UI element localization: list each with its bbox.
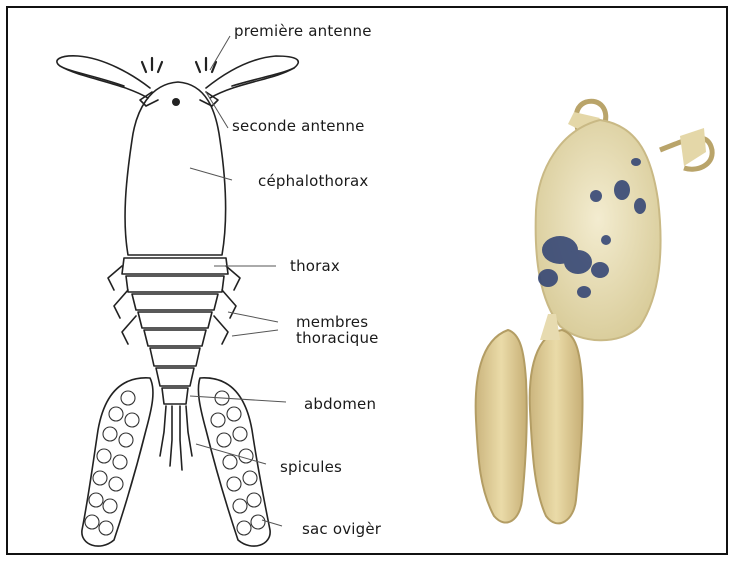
label-premiere-antenne: première antenne bbox=[234, 22, 372, 40]
label-cephalothorax: céphalothorax bbox=[258, 172, 368, 190]
label-thoracique: thoracique bbox=[296, 329, 379, 347]
label-spicules: spicules bbox=[280, 458, 342, 476]
label-sac-ovigere: sac ovigèr bbox=[302, 520, 381, 538]
label-thorax: thorax bbox=[290, 257, 340, 275]
label-abdomen: abdomen bbox=[304, 395, 376, 413]
label-seconde-antenne: seconde antenne bbox=[232, 117, 365, 135]
